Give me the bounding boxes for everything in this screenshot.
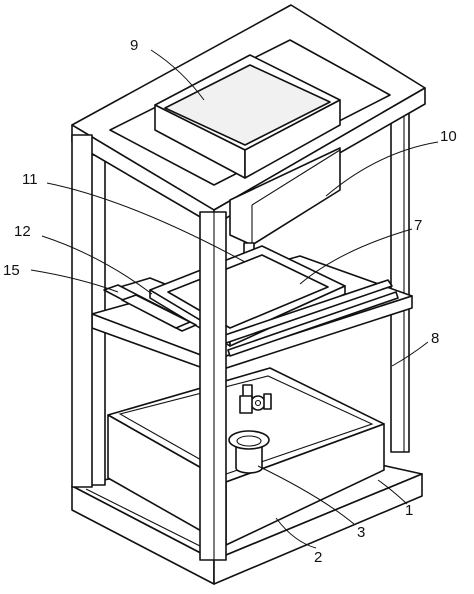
label-8: 8 <box>431 330 439 347</box>
label-2: 2 <box>314 549 322 566</box>
collection-cup <box>228 430 270 474</box>
label-9: 9 <box>130 37 138 54</box>
label-7: 7 <box>414 217 422 234</box>
label-12: 12 <box>14 223 31 240</box>
label-11: 11 <box>22 171 38 188</box>
label-3: 3 <box>357 524 365 541</box>
leader-lines <box>30 49 439 549</box>
slide-rails <box>103 279 399 357</box>
hopper <box>154 54 341 179</box>
label-15: 15 <box>3 262 20 279</box>
label-10: 10 <box>440 128 457 145</box>
frame-front-posts <box>71 134 227 561</box>
reference-labels: 9 10 11 12 7 15 8 1 3 2 <box>3 37 457 566</box>
lower-clamp <box>239 384 272 414</box>
label-1: 1 <box>405 502 413 519</box>
